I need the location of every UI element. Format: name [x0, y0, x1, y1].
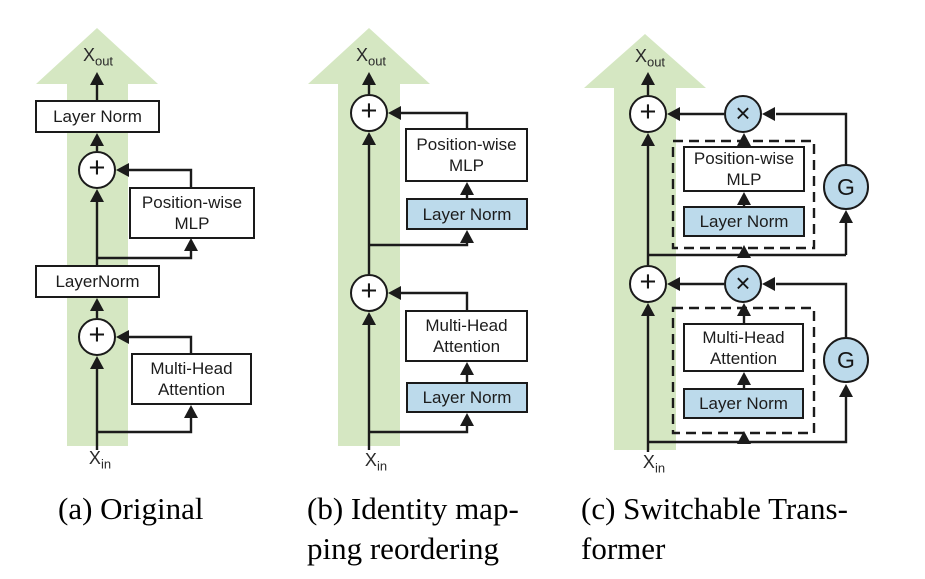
panel-b-connectors: [362, 72, 474, 450]
x-out-label: Xout: [82, 45, 114, 69]
layer-norm-attn-box: Layer Norm: [683, 388, 804, 419]
layer-norm-mid-box: LayerNorm: [35, 265, 160, 298]
multiply-gate-circle: ×: [724, 265, 762, 303]
layer-norm-mlp-box: Layer Norm: [683, 206, 805, 237]
layer-norm-mlp-box: Layer Norm: [406, 198, 528, 230]
panel-c-connectors: [641, 72, 853, 452]
gate-circle: G: [823, 164, 869, 210]
panel-a-connectors: [90, 72, 198, 450]
add-circle: +: [78, 151, 116, 189]
add-circle: +: [350, 94, 388, 132]
x-in-label: Xin: [88, 448, 112, 472]
add-circle: +: [629, 95, 667, 133]
caption-c: (c) Switchable Trans- former: [581, 491, 848, 566]
flow-arrow-c: [584, 34, 706, 450]
add-circle: +: [629, 265, 667, 303]
layer-norm-final-box: Layer Norm: [35, 100, 160, 133]
multiply-gate-circle: ×: [724, 95, 762, 133]
layer-norm-attn-box: Layer Norm: [406, 382, 528, 413]
x-out-label: Xout: [634, 46, 666, 70]
x-in-label: Xin: [642, 452, 666, 476]
caption-b: (b) Identity map- ping reordering: [307, 491, 519, 566]
gate-circle: G: [823, 337, 869, 383]
x-out-label: Xout: [355, 45, 387, 69]
x-in-label: Xin: [364, 450, 388, 474]
add-circle: +: [350, 274, 388, 312]
caption-a: (a) Original: [58, 491, 204, 526]
add-circle: +: [78, 318, 116, 356]
